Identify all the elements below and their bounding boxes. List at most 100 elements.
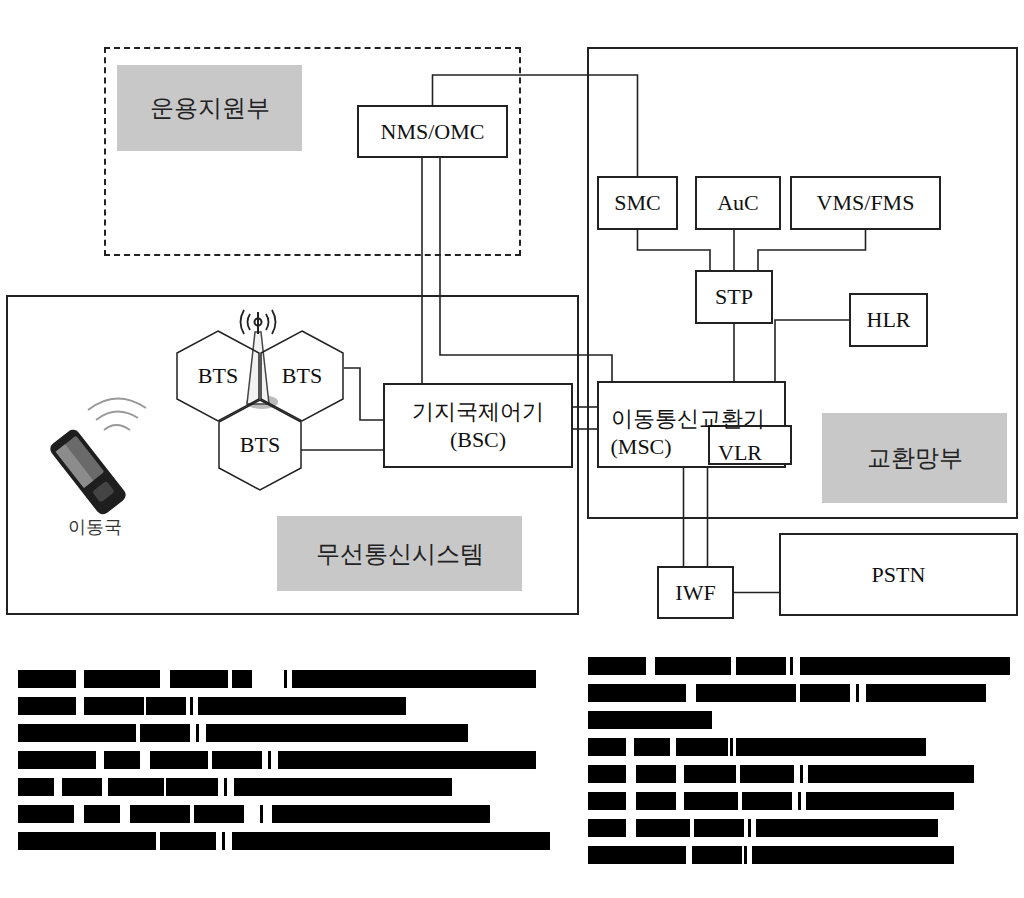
node-label: HLR (867, 306, 911, 334)
equipment-box: AuC (695, 176, 781, 230)
node-label: NMS/OMC (381, 118, 485, 146)
node-label: BTS (282, 362, 322, 390)
equipment-box: SMC (597, 176, 678, 230)
redaction-bar (18, 697, 76, 715)
redaction-bar (588, 711, 712, 729)
connector (638, 230, 711, 270)
connector-line (573, 428, 597, 430)
redaction-bar (752, 846, 954, 864)
phone-body (48, 427, 129, 517)
radio-waves (241, 310, 276, 334)
cell-hexagon: BTS (260, 330, 344, 422)
subsystem-region: 무선통신시스템BTSBTSBTS기지국제어기 (BSC) (6, 295, 579, 615)
connector-line (733, 324, 735, 381)
redaction-bar (160, 832, 216, 850)
redaction-bar (18, 670, 76, 688)
node-label: SMC (614, 189, 660, 217)
connector-line (344, 368, 383, 420)
redaction-bar (18, 751, 96, 769)
redacted-text (18, 657, 1010, 864)
region-heading-patch: 교환망부 (822, 413, 1007, 503)
redaction-bar (170, 670, 228, 688)
redaction-bar (206, 724, 468, 742)
redaction-bar (676, 738, 728, 756)
node-label: AuC (717, 189, 759, 217)
redaction-bar (588, 684, 686, 702)
redaction-bar (736, 657, 786, 675)
connector-line (758, 230, 866, 270)
redaction-bar (588, 765, 626, 783)
redaction-bar (272, 805, 490, 823)
redaction-bar (588, 819, 626, 837)
node-label: 기지국제어기 (BSC) (403, 398, 553, 453)
redaction-bar (730, 738, 733, 756)
redaction-bar (284, 670, 287, 688)
connector (734, 230, 735, 270)
phone-case (48, 427, 129, 517)
redaction-bar (84, 670, 160, 688)
node-label: VMS/FMS (817, 189, 915, 217)
redaction-bar (655, 657, 731, 675)
redaction-bar (104, 751, 140, 769)
region-heading: 무선통신시스템 (316, 539, 484, 569)
phone-waves (88, 398, 146, 430)
redaction-bar (140, 724, 190, 742)
redaction-bar (756, 819, 938, 837)
redaction-bar (694, 819, 744, 837)
redaction-bar (194, 805, 244, 823)
equipment-box: 기지국제어기 (BSC) (383, 383, 573, 468)
subsystem-region: 교환망부SMCAuCVMS/FMSSTPHLR이동통신교환기 (MSC)VLR (587, 47, 1018, 519)
redaction-bar (222, 832, 225, 850)
phone-keypad (92, 481, 115, 503)
redaction-bar (190, 697, 193, 715)
equipment-box: PSTN (779, 533, 1018, 616)
redaction-bar (790, 657, 793, 675)
redaction-bar (588, 738, 626, 756)
connector (734, 592, 779, 593)
connector (344, 368, 383, 420)
equipment-box: VMS/FMS (790, 176, 941, 230)
redaction-bar (292, 670, 536, 688)
redaction-bar (196, 724, 199, 742)
node-label: PSTN (872, 561, 926, 589)
redaction-bar (18, 778, 54, 796)
hexagon-shape (219, 400, 301, 490)
redaction-bar (748, 819, 751, 837)
redaction-bar (234, 778, 452, 796)
redaction-bar (636, 765, 676, 783)
region-heading: 운용지원부 (150, 93, 270, 123)
connector-line (734, 592, 779, 594)
connector-line (638, 230, 711, 270)
redaction-bar (108, 778, 164, 796)
connector (573, 407, 597, 429)
redaction-bar (740, 765, 794, 783)
redaction-bar (130, 805, 190, 823)
redaction-bar (588, 657, 646, 675)
redaction-bar (232, 670, 252, 688)
redaction-bar (696, 684, 796, 702)
redaction-bar (798, 792, 801, 810)
redaction-bar (232, 832, 550, 850)
phone-screen (56, 436, 105, 488)
redaction-bar (18, 724, 136, 742)
redaction-bar (800, 684, 850, 702)
redaction-bar (800, 765, 803, 783)
equipment-box: NMS/OMC (357, 105, 508, 158)
subsystem-region: 운용지원부 NMS/OMC (104, 47, 521, 256)
mobile-phone (48, 398, 146, 517)
redaction-bar (866, 684, 986, 702)
redaction-bar (150, 751, 208, 769)
equipment-box: IWF (657, 566, 734, 619)
station-label: 이동국 (55, 516, 135, 539)
redaction-bar (588, 846, 686, 864)
connector-line (683, 468, 685, 566)
redaction-bar (636, 792, 676, 810)
redaction-bar (84, 697, 144, 715)
cell-hexagon: BTS (218, 399, 302, 491)
phone-glare (56, 444, 94, 488)
node-label: VLR (718, 439, 798, 467)
redaction-bar (268, 751, 271, 769)
node-label: STP (715, 283, 753, 311)
connector (422, 158, 423, 383)
